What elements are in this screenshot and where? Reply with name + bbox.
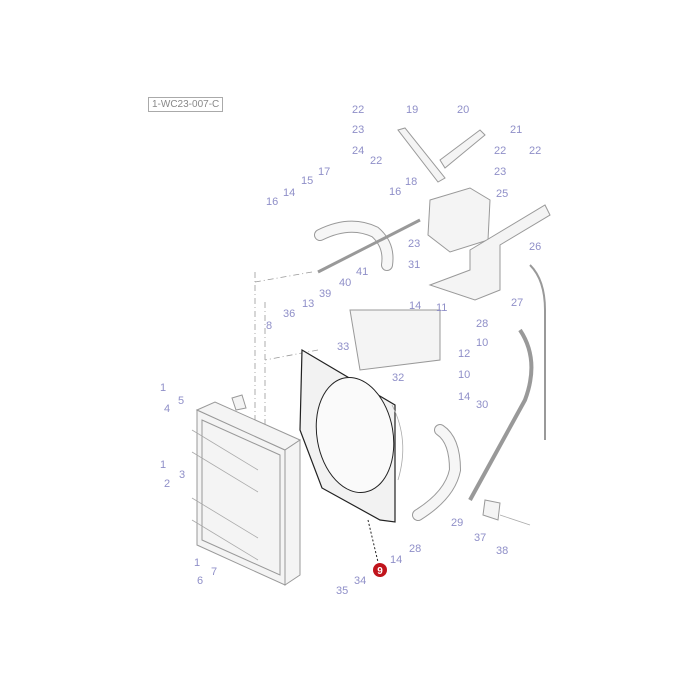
callout[interactable]: 13 <box>302 298 314 310</box>
callout[interactable]: 16 <box>266 196 278 208</box>
callout[interactable]: 2 <box>164 478 170 490</box>
callout[interactable]: 22 <box>494 145 506 157</box>
callout[interactable]: 7 <box>211 566 217 578</box>
overflow-pipe <box>317 218 421 274</box>
callout[interactable]: 33 <box>337 341 349 353</box>
callout[interactable]: 41 <box>356 266 368 278</box>
callout[interactable]: 28 <box>409 543 421 555</box>
callout[interactable]: 1 <box>160 382 166 394</box>
callout[interactable]: 37 <box>474 532 486 544</box>
callout[interactable]: 35 <box>336 585 348 597</box>
callout[interactable]: 24 <box>352 145 364 157</box>
highlighted-part-number: 9 <box>377 566 383 577</box>
callout[interactable]: 21 <box>510 124 522 136</box>
spacer <box>482 499 501 521</box>
callout[interactable]: 23 <box>408 238 420 250</box>
callout[interactable]: 23 <box>494 166 506 178</box>
callout[interactable]: 17 <box>318 166 330 178</box>
callout[interactable]: 10 <box>458 369 470 381</box>
callout[interactable]: 8 <box>266 320 272 332</box>
support-bar <box>397 127 446 183</box>
callout[interactable]: 10 <box>476 337 488 349</box>
callout[interactable]: 23 <box>352 124 364 136</box>
callout[interactable]: 1 <box>194 557 200 569</box>
callout[interactable]: 32 <box>392 372 404 384</box>
callout[interactable]: 31 <box>408 259 420 271</box>
callout[interactable]: 20 <box>457 104 469 116</box>
callout[interactable]: 14 <box>409 300 421 312</box>
callout[interactable]: 40 <box>339 277 351 289</box>
callout[interactable]: 14 <box>390 554 402 566</box>
callout[interactable]: 14 <box>283 187 295 199</box>
diagram-reference-code: 1-WC23-007-C <box>148 97 224 112</box>
callout-labels: 22 19 20 23 21 24 22 22 23 22 17 15 14 1… <box>160 104 541 597</box>
callout[interactable]: 28 <box>476 318 488 330</box>
callout[interactable]: 22 <box>529 145 541 157</box>
callout[interactable]: 26 <box>529 241 541 253</box>
highlighted-part-marker[interactable]: 9 <box>373 563 387 577</box>
callout[interactable]: 38 <box>496 545 508 557</box>
callout[interactable]: 22 <box>370 155 382 167</box>
callout[interactable]: 27 <box>511 297 523 309</box>
expansion-tank <box>427 187 491 253</box>
tank-bracket <box>428 204 551 301</box>
callout[interactable]: 39 <box>319 288 331 300</box>
callout[interactable]: 36 <box>283 308 295 320</box>
callout[interactable]: 1 <box>160 459 166 471</box>
fan-shroud <box>299 348 404 523</box>
radiator <box>191 394 302 586</box>
callout[interactable]: 3 <box>179 469 185 481</box>
callout[interactable]: 25 <box>496 188 508 200</box>
callout[interactable]: 11 <box>436 302 447 314</box>
callout[interactable]: 5 <box>178 395 184 407</box>
callout[interactable]: 4 <box>164 403 170 415</box>
callout[interactable]: 15 <box>301 175 313 187</box>
return-pipe <box>468 328 534 501</box>
callout[interactable]: 19 <box>406 104 418 116</box>
breather-pipe <box>529 264 546 440</box>
callout[interactable]: 16 <box>389 186 401 198</box>
callout[interactable]: 34 <box>354 575 366 587</box>
baffle-plate <box>349 309 441 371</box>
callout[interactable]: 29 <box>451 517 463 529</box>
callout[interactable]: 14 <box>458 391 470 403</box>
callout[interactable]: 22 <box>352 104 364 116</box>
callout[interactable]: 12 <box>458 348 470 360</box>
callout[interactable]: 6 <box>197 575 203 587</box>
callout[interactable]: 18 <box>405 176 417 188</box>
callout[interactable]: 30 <box>476 399 488 411</box>
